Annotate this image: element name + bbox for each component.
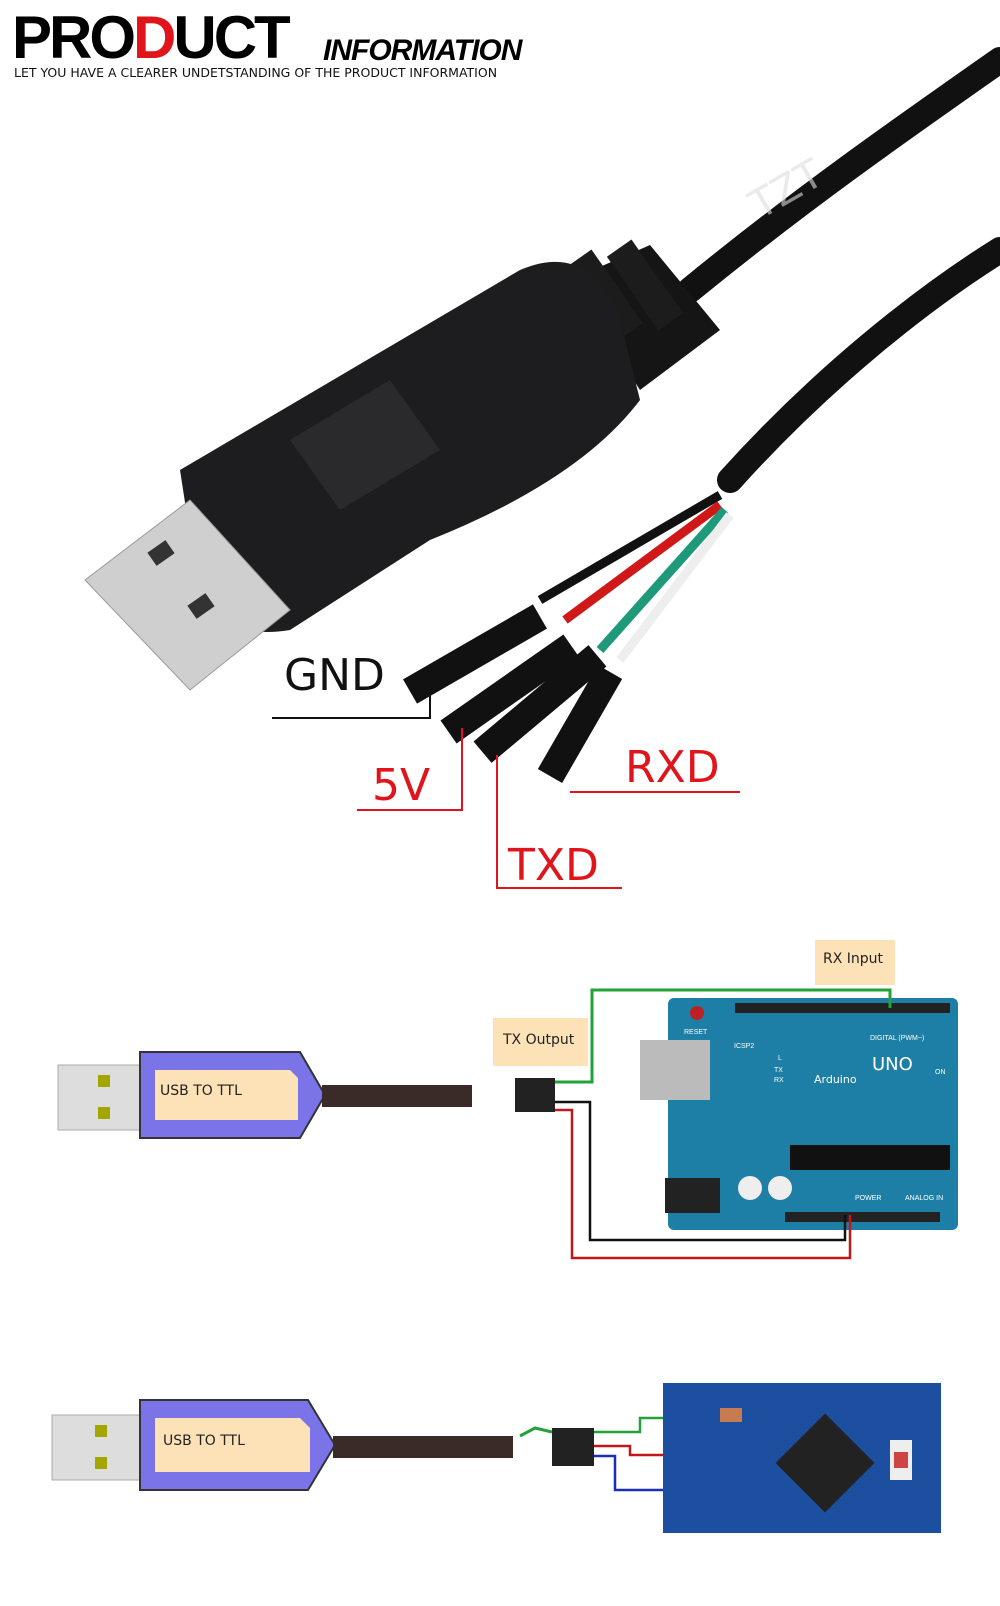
label-txd: TXD: [507, 840, 599, 891]
label-gnd: GND: [284, 650, 385, 701]
usb-cable-photo: TZT GND 5V TXD RXD: [84, 47, 1000, 891]
tx-note: [493, 1018, 588, 1066]
svg-text:ON: ON: [935, 1069, 946, 1076]
label-rxd: RXD: [625, 742, 720, 793]
header: PRODUCT INFORMATION LET YOU HAVE A CLEAR…: [12, 4, 525, 80]
svg-text:ANALOG IN: ANALOG IN: [905, 1195, 943, 1202]
header-connector: [552, 1428, 594, 1466]
header-connector: [515, 1078, 555, 1112]
cable: [333, 1436, 513, 1458]
cable: [322, 1085, 472, 1107]
svg-text:DIGITAL (PWM~): DIGITAL (PWM~): [870, 1035, 924, 1042]
svg-text:TX Output: TX Output: [502, 1032, 575, 1048]
svg-text:ICSP2: ICSP2: [734, 1043, 754, 1050]
arduino-uno-board: [668, 998, 958, 1230]
usb-plug: [57, 1064, 144, 1131]
svg-text:POWER: POWER: [855, 1195, 881, 1202]
usb-logo-recess: [290, 380, 440, 510]
header-subtitle: LET YOU HAVE A CLEARER UNDETSTANDING OF …: [14, 65, 497, 80]
board-brand: Arduino: [814, 1073, 857, 1086]
label-5v: 5V: [372, 760, 430, 811]
wiring-diagram-uno: USB TO TTL TX Output RX Input RESET ICSP…: [57, 940, 958, 1260]
board-model: UNO: [872, 1054, 913, 1075]
adapter-label: USB TO TTL: [160, 1083, 242, 1099]
usb-a-plug: [84, 499, 291, 691]
dupont-connectors: [403, 604, 623, 783]
rx-note: [815, 940, 895, 985]
svg-text:L: L: [778, 1055, 782, 1062]
svg-text:RX Input: RX Input: [823, 951, 884, 967]
usb-plug: [51, 1414, 141, 1481]
header-suffix: INFORMATION: [323, 34, 524, 67]
adapter-label: USB TO TTL: [163, 1433, 245, 1449]
svg-text:TX: TX: [774, 1067, 783, 1074]
svg-text:RESET: RESET: [684, 1029, 708, 1036]
wiring-diagram-pro-mini: USB TO TTL: [51, 1383, 941, 1533]
svg-text:RX: RX: [774, 1077, 784, 1084]
header-title: PRODUCT: [12, 4, 290, 71]
